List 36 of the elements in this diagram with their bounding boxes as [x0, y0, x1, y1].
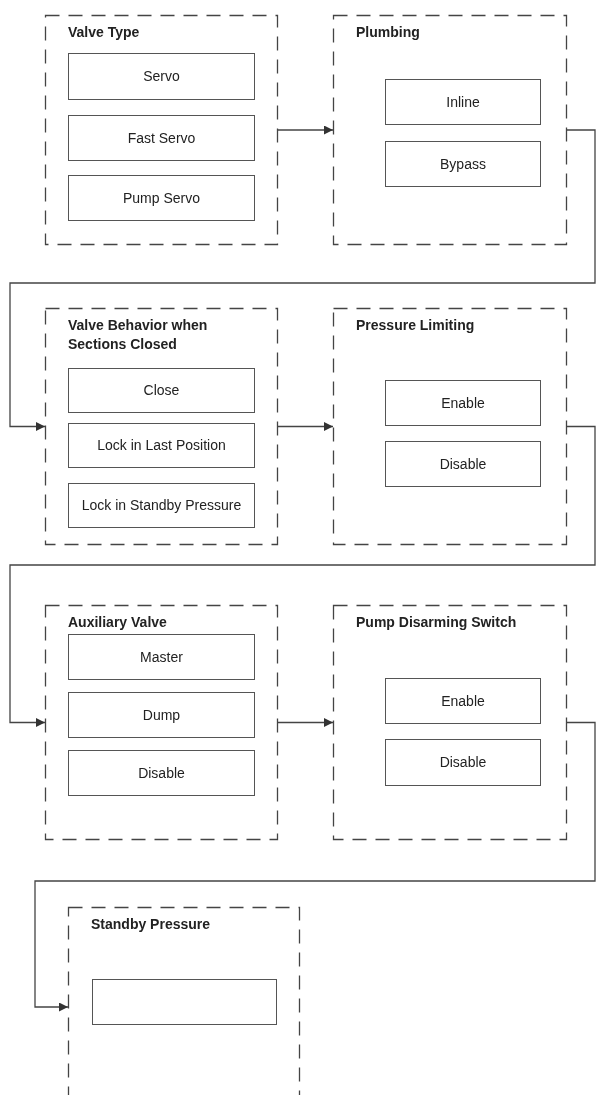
- option-box: Enable: [385, 678, 541, 724]
- group-title: Valve Behavior when Sections Closed: [68, 316, 209, 354]
- dashed-group-box: [333, 605, 567, 840]
- option-box: Enable: [385, 380, 541, 426]
- connector-arrow: [9, 425, 596, 727]
- dashed-group-box: [333, 308, 567, 545]
- group-title: Auxiliary Valve: [68, 613, 168, 632]
- option-box: Inline: [385, 79, 541, 125]
- option-box: Dump: [68, 692, 255, 738]
- dashed-group-box: [45, 15, 278, 245]
- option-box: Master: [68, 634, 255, 680]
- connector-arrow: [277, 422, 334, 431]
- dashed-group-box: [68, 907, 300, 1095]
- group-title: Pressure Limiting: [356, 316, 476, 335]
- option-box: Servo: [68, 53, 255, 100]
- dashed-group-box: [45, 605, 278, 840]
- group-title: Plumbing: [356, 23, 421, 42]
- option-box: Pump Servo: [68, 175, 255, 221]
- empty-option-box: [92, 979, 277, 1025]
- connector-arrow: [277, 718, 334, 727]
- option-box: Disable: [68, 750, 255, 796]
- connector-arrow: [277, 125, 334, 135]
- option-box: Fast Servo: [68, 115, 255, 161]
- dashed-group-box: [45, 308, 278, 545]
- group-title: Pump Disarming Switch: [356, 613, 518, 632]
- option-box: Disable: [385, 739, 541, 786]
- connector-arrow: [9, 129, 596, 431]
- option-box: Close: [68, 368, 255, 413]
- connector-arrow: [34, 721, 596, 1012]
- group-title: Standby Pressure: [91, 915, 212, 934]
- option-box: Bypass: [385, 141, 541, 187]
- option-box: Lock in Last Position: [68, 423, 255, 468]
- group-title: Valve Type: [68, 23, 141, 42]
- option-box: Lock in Standby Pressure: [68, 483, 255, 528]
- option-box: Disable: [385, 441, 541, 487]
- dashed-group-box: [333, 15, 567, 245]
